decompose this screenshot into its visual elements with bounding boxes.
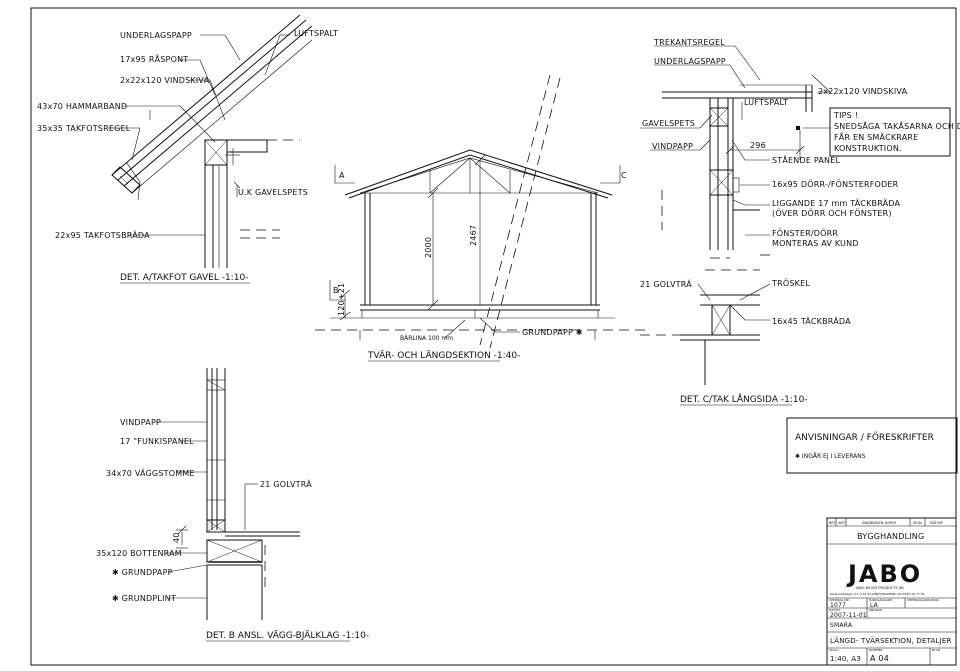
title-detail-c: DET. C/TAK LÅNGSIDA -1:10-	[680, 393, 808, 405]
label-liggande-2: (ÖVER DÖRR OCH FÖNSTER)	[772, 208, 892, 218]
tips-line-1: TIPS !	[833, 111, 858, 120]
tb-logo: JABO	[846, 560, 922, 588]
dimension-40: 40	[172, 532, 181, 543]
title-detail-b: DET. B ANSL. VÄGG-BJÄLKLAG -1:10-	[206, 630, 369, 641]
tb-product: SMARA	[830, 622, 853, 629]
label-tackbrada: 16x45 TÄCKBRÄDA	[772, 316, 851, 326]
label-grundplint: ✱ GRUNDPLINT	[112, 594, 176, 603]
label-vaggstomme: 34x70 VÄGGSTOMME	[106, 468, 195, 478]
label-underlagspapp-right: UNDERLAGSPAPP	[654, 57, 726, 66]
tb-company: JABO WOOD PRODUCTS AB	[855, 586, 904, 590]
tb-header-bet: BET	[829, 521, 837, 525]
label-troskel: TRÖSKEL	[771, 278, 810, 288]
label-raspont: 17x95 RÅSPONT	[120, 53, 188, 64]
tb-order-label: UPPDRAG NR	[829, 598, 849, 602]
detail-c-leaders	[640, 45, 830, 321]
label-bottenram: 35x120 BOTTENRAM	[96, 549, 182, 558]
cross-section-drawing	[315, 74, 650, 349]
tb-blad-label: BLAD	[932, 648, 941, 652]
label-takfotsregel: 35x35 TAKFOTSREGEL	[37, 124, 131, 133]
tb-changed-label: ÄNDRAD	[869, 607, 883, 612]
tb-date: 2007-11-01	[830, 612, 867, 619]
title-detail-a: DET. A/TAKFOT GAVEL -1:10-	[120, 273, 248, 283]
tb-header-sign: SIGN	[913, 521, 922, 525]
label-hammarband: 43x70 HAMMARBAND	[37, 102, 127, 111]
notes-box	[786, 417, 958, 474]
section-marker-a: A	[339, 171, 345, 180]
tb-number: A 04	[870, 654, 889, 663]
label-vindskiva-right: 2x22x120 VINDSKIVA	[818, 87, 908, 96]
label-staende-panel: STÅENDE PANEL	[772, 154, 840, 165]
title-block	[826, 517, 957, 666]
section-marker-c: C	[621, 171, 627, 180]
tb-number-label: NUMMER	[869, 648, 883, 652]
notes-title: ANVISNINGAR / FÖRESKRIFTER	[795, 432, 934, 443]
detail-b-leaders	[155, 421, 258, 599]
label-dorr-foder: 16x95 DÖRR-/FÖNSTERFODER	[772, 179, 899, 189]
label-luftspalt-right: LUFTSPALT	[744, 98, 788, 107]
sheet-border	[30, 7, 957, 666]
label-fonster-2: MONTERAS AV KUND	[772, 239, 859, 248]
tb-sheet-title: LÄNGD- TVÄRSEKTION, DETALJER	[830, 636, 952, 645]
tb-header-andringen: ÄNDRINGEN AVSER	[862, 520, 896, 525]
detail-a-leaders	[108, 34, 290, 236]
tips-line-4: KONSTRUKTION.	[834, 144, 902, 153]
tips-box	[829, 107, 951, 157]
notes-item: ✱ INGÅR EJ I LEVERANS	[795, 453, 866, 460]
label-luftspalt-left: LUFTSPALT	[294, 29, 338, 38]
title-section: TVÄR- OCH LÄNGDSEKTION -1:40-	[367, 350, 520, 361]
dimension-120-21: 120+21	[337, 283, 346, 316]
label-vindpapp-right: VINDPAPP	[652, 142, 693, 151]
detail-c-drawing	[640, 74, 831, 385]
tb-scale-label: SKALA	[829, 648, 840, 652]
tb-header-datum: DATUM	[930, 521, 942, 525]
tb-drawn-label: HANDLÄGGARE	[869, 597, 892, 602]
section-marker-b: B	[333, 286, 339, 295]
label-underlagspapp-left: UNDERLAGSPAPP	[120, 31, 192, 40]
dimension-2000: 2000	[424, 237, 433, 258]
label-vindpapp-left: VINDPAPP	[120, 418, 161, 427]
label-trekantsregel: TREKANTSREGEL	[653, 38, 725, 47]
tips-line-3: FÅR EN SMÄCKRARE	[834, 131, 918, 142]
tb-scale: 1:40, A3	[830, 655, 861, 663]
tips-line-2: SNEDSÅGA TAKÅSARNA OCH DU	[834, 120, 960, 131]
dimension-2467: 2467	[469, 225, 478, 246]
tb-date-label: DATUM	[829, 608, 840, 612]
label-grundpapp-left: ✱ GRUNDPAPP	[112, 568, 173, 577]
label-uk-gavelspets: U.K GAVELSPETS	[238, 188, 308, 197]
tb-resp-label: UPPDRAGSANSVARIG	[907, 598, 939, 602]
detail-b-drawing	[176, 368, 300, 620]
label-fonster-1: FÖNSTER/DÖRR	[772, 228, 838, 238]
tb-drawn: LA	[870, 602, 879, 609]
label-golvtra-right: 21 GOLVTRÄ	[640, 279, 692, 289]
tb-bygghandling: BYGGHANDLING	[857, 532, 924, 541]
label-liggande-1: LIGGANDE 17 mm TÄCKBRÄDA	[772, 198, 901, 208]
detail-a-drawing	[111, 14, 313, 268]
label-grundpapp-mid: GRUNDPAPP ✱	[522, 328, 583, 337]
label-golvtra-left: 21 GOLVTRÄ	[260, 479, 312, 489]
label-gavelspets: GAVELSPETS	[642, 119, 695, 128]
label-takfotsbrada: 22x95 TAKFOTSBRÄDA	[55, 230, 150, 240]
label-vindskiva-left: 2x22x120 VINDSKIVA	[120, 76, 210, 85]
label-funkispanel: 17 "FUNKISPANEL	[120, 437, 194, 446]
tb-address: Gislavedsvägen 15, 514 50 JAMJÖ/TRANEMO …	[830, 591, 925, 596]
label-barlina: BÄRLINA 100 mm	[400, 335, 453, 342]
tb-order: 1077	[830, 602, 846, 609]
dimension-296: 296	[750, 141, 766, 150]
tb-header-ant: ANT	[838, 521, 846, 525]
